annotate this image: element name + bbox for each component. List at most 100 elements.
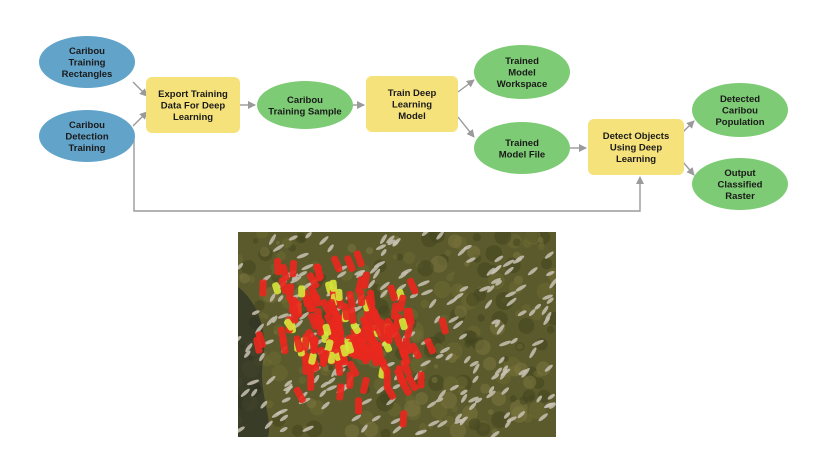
edge-detect-objects-to-detected-caribou-population [682, 120, 695, 133]
terrain-patch [536, 361, 551, 376]
caribou [491, 319, 499, 325]
caribou [437, 389, 446, 400]
detection-box [353, 250, 365, 268]
caribou [472, 375, 479, 383]
caribou [259, 352, 265, 362]
caribou [469, 360, 479, 367]
terrain-patch [491, 411, 509, 429]
terrain-patch [538, 243, 545, 251]
detection-box [374, 325, 387, 343]
terrain-patch [475, 339, 491, 355]
caribou [313, 374, 320, 384]
detection-box [392, 313, 402, 331]
detection-box [438, 317, 449, 335]
caribou [255, 323, 264, 334]
terrain-patch [259, 246, 270, 257]
caribou [428, 420, 440, 427]
terrain-patch [271, 272, 281, 282]
terrain-patch [454, 305, 467, 318]
edge-train-deep-learning-model-to-trained-model-file [457, 116, 475, 138]
caribou [549, 278, 556, 289]
detection-box [278, 277, 290, 295]
caribou [517, 411, 526, 419]
trained-model-workspace-label-line: Trained [505, 56, 539, 67]
terrain-patch [410, 356, 427, 374]
caribou [392, 425, 403, 434]
caribou [463, 244, 472, 250]
caribou [546, 270, 555, 277]
caribou [435, 397, 444, 403]
caribou [361, 424, 368, 433]
training-sample-box [382, 340, 393, 353]
training-sample-box [322, 323, 332, 337]
train-deep-learning-model-shape [366, 76, 458, 132]
detect-objects-label-line: Using Deep [610, 143, 662, 154]
terrain-patch [483, 357, 497, 371]
output-classified-raster-label-line: Raster [725, 191, 755, 202]
caribou [319, 389, 327, 398]
terrain-patch [298, 376, 307, 385]
caribou [521, 367, 530, 378]
output-classified-raster-shape [692, 158, 788, 210]
detection-box [279, 337, 289, 355]
caribou [421, 232, 430, 237]
detection-box [335, 358, 344, 376]
caribou [491, 278, 501, 284]
caribou [285, 383, 293, 395]
detection-box [383, 383, 397, 400]
caribou [354, 270, 366, 276]
detection-box [424, 337, 436, 355]
terrain-patch [421, 232, 438, 248]
caribou [479, 286, 491, 292]
detection-box [288, 296, 298, 314]
detection-box [409, 342, 422, 360]
caribou [505, 291, 517, 298]
detection-box [347, 306, 357, 324]
detect-objects-shape [588, 119, 684, 175]
terrain-patch [433, 280, 451, 299]
caribou [244, 350, 251, 358]
trained-model-file-label-line: Model File [499, 149, 545, 160]
caribou [271, 410, 283, 418]
terrain-patch [417, 260, 434, 277]
terrain-patch [466, 245, 481, 259]
caribou [266, 316, 275, 326]
caribou [319, 236, 329, 245]
caribou [436, 232, 444, 240]
detection-box [400, 359, 412, 376]
detection-box [346, 371, 354, 389]
detection-box [273, 258, 282, 276]
caribou [392, 384, 401, 390]
trained-model-file-shape [474, 122, 570, 174]
detect-objects-label-line: Detect Objects [603, 131, 670, 142]
caribou [251, 388, 258, 397]
caribou [512, 258, 523, 264]
detection-box [396, 294, 407, 312]
caribou [494, 319, 501, 328]
terrain-patch [440, 391, 457, 409]
terrain-patch [418, 422, 427, 432]
caribou [291, 273, 299, 281]
caribou [536, 395, 543, 403]
terrain-patch [254, 300, 265, 311]
detection-box [402, 336, 413, 355]
caribou [421, 289, 433, 296]
caribou [400, 268, 412, 275]
caribou [448, 316, 459, 323]
terrain-patch [516, 343, 523, 350]
caribou [454, 413, 463, 421]
caribou [373, 268, 381, 279]
terrain-patch [524, 232, 541, 245]
caribou [361, 398, 372, 405]
caribou-detection-training-label-line: Training [69, 143, 106, 154]
